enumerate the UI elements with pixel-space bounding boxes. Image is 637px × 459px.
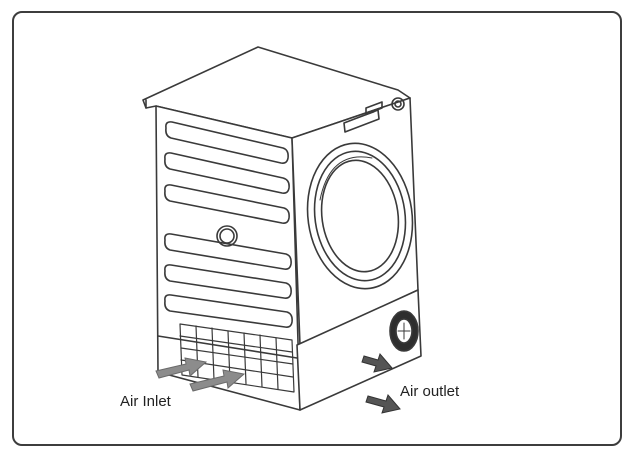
side-knob (216, 225, 238, 247)
inlet-arrow-upper (155, 357, 208, 379)
inlet-arrow-lower (189, 369, 246, 392)
dryer-front-plinth (296, 289, 422, 411)
air-inlet-arrows (155, 357, 246, 392)
air-inlet-grille (179, 323, 295, 393)
outlet-arrow-upper (361, 353, 393, 373)
side-vent-slots (164, 121, 293, 328)
air-outlet-grille (389, 310, 419, 352)
dryer-door (306, 142, 414, 290)
outlet-arrow-lower (365, 394, 401, 414)
air-outlet-arrows (361, 353, 401, 414)
air-inlet-label: Air Inlet (120, 393, 171, 410)
air-outlet-label: Air outlet (400, 383, 460, 400)
program-knob (391, 97, 405, 111)
